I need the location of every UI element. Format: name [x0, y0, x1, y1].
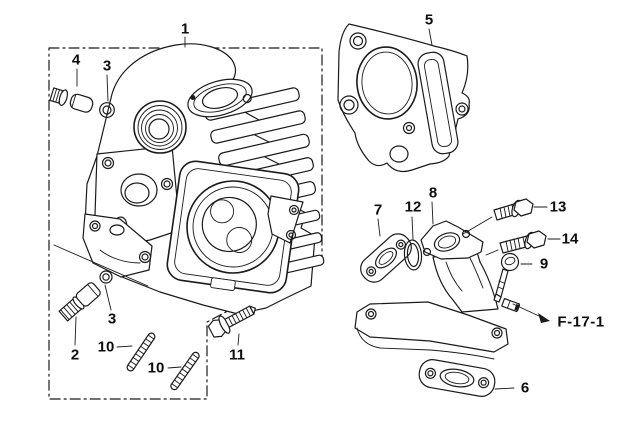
- bolt-14: [485, 230, 547, 256]
- manifold-base-gasket: [418, 359, 496, 397]
- cylinder-head: [82, 43, 325, 315]
- assembly-boundary: [48, 47, 323, 400]
- callout-2: 2: [70, 346, 80, 364]
- callout-9: 9: [539, 255, 549, 273]
- o-ring-3-bottom: [99, 270, 113, 284]
- callout-1: 1: [180, 20, 190, 38]
- callout-3-top: 3: [102, 57, 112, 75]
- cross-reference-f-17-1: F-17-1: [557, 313, 605, 331]
- bolt-11: [207, 305, 256, 338]
- manifold-front-gasket: [360, 233, 412, 283]
- stud-4: [49, 87, 94, 113]
- callout-12: 12: [404, 198, 422, 216]
- callout-10-right: 10: [147, 359, 165, 377]
- manifold-stud: [501, 297, 521, 313]
- intake-manifold: [354, 220, 521, 360]
- callout-10-left: 10: [97, 338, 115, 356]
- callout-4: 4: [71, 51, 81, 69]
- callout-6: 6: [520, 379, 530, 397]
- callout-7: 7: [373, 201, 383, 219]
- cam-chain-slot: [417, 51, 459, 155]
- side-bracket: [267, 195, 304, 244]
- cross-reference-arrow: [512, 303, 550, 323]
- head-gasket: [337, 23, 470, 173]
- o-ring-12: [403, 239, 423, 271]
- leader-lines: [53, 28, 561, 390]
- threaded-port: [133, 100, 187, 154]
- callout-5: 5: [424, 11, 434, 29]
- callout-11: 11: [229, 346, 245, 364]
- callout-3-bottom: 3: [107, 310, 117, 328]
- stud-10-right: [170, 351, 200, 391]
- callout-13: 13: [549, 198, 567, 216]
- callout-14: 14: [561, 230, 579, 248]
- lower-boss: [82, 213, 153, 278]
- top-port-flange: [187, 78, 253, 118]
- bolt-9: [493, 252, 520, 303]
- o-ring-3-top: [99, 102, 115, 118]
- callout-8: 8: [428, 184, 438, 202]
- plug-2: [58, 282, 101, 322]
- stud-10-left: [126, 332, 156, 372]
- bolt-13: [462, 198, 534, 235]
